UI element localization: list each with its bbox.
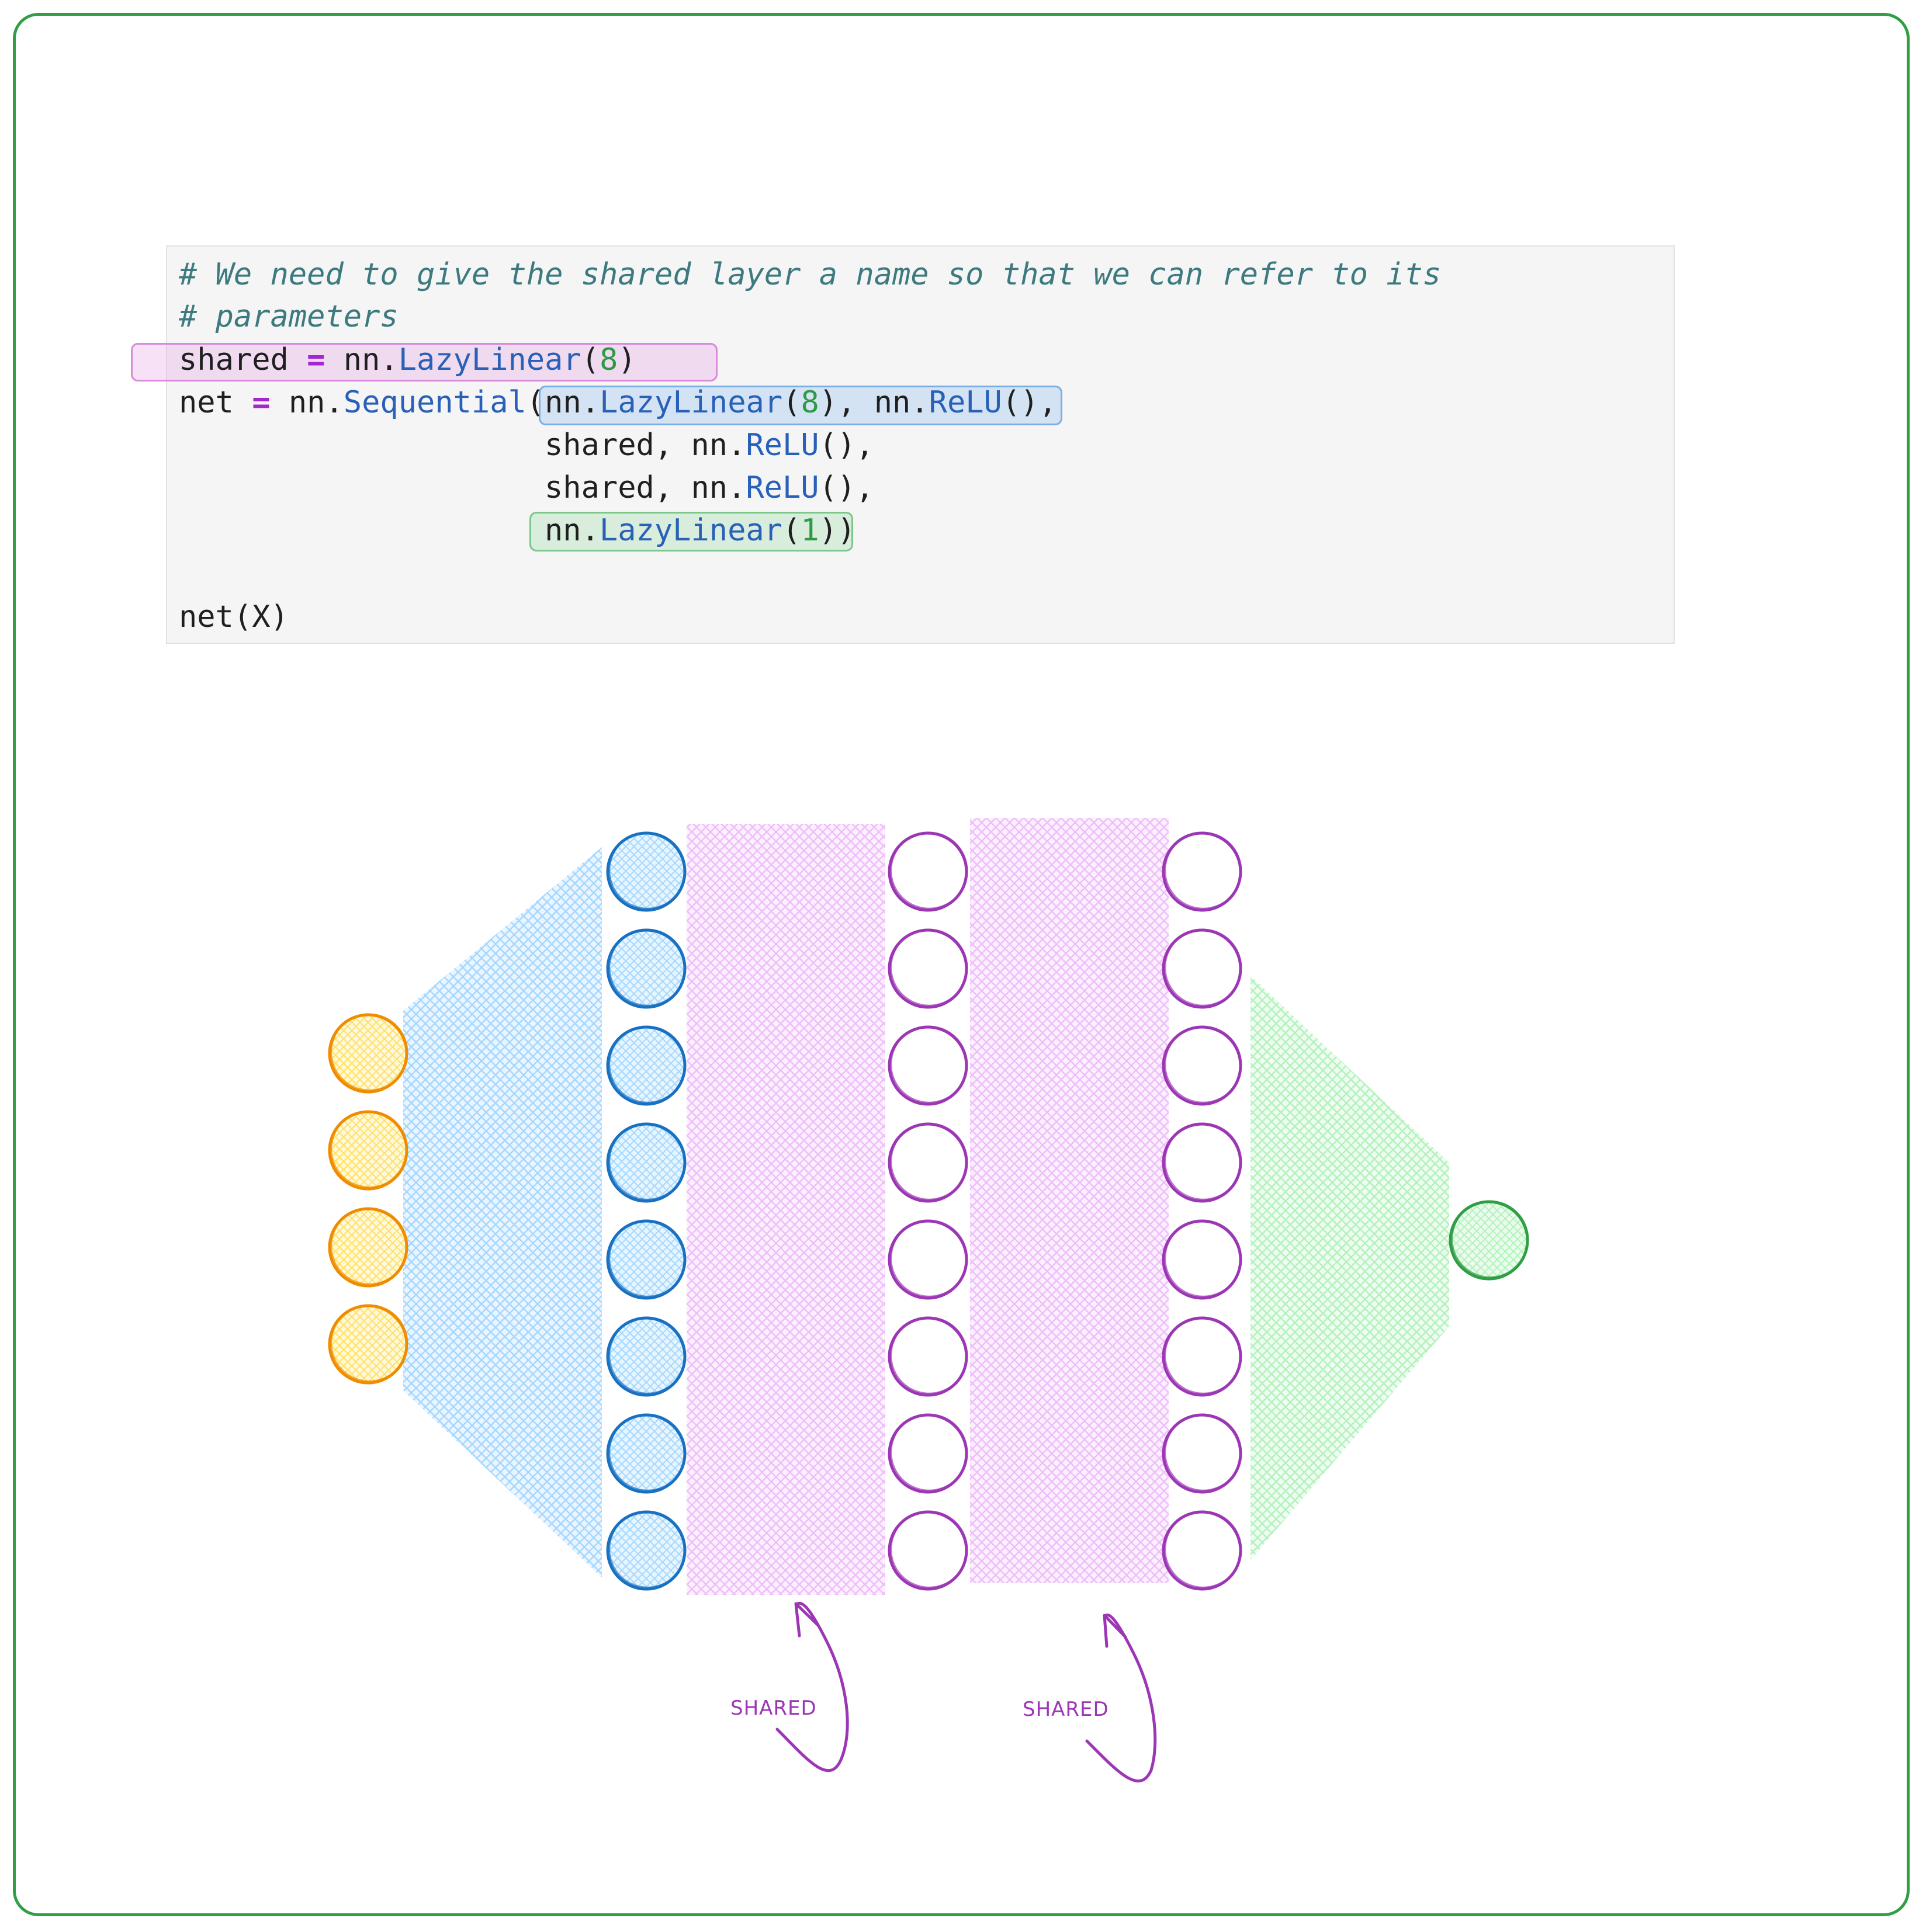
hidden-3-node-outline-7 [1164, 1413, 1242, 1492]
number-literal: 1 [801, 513, 819, 548]
connection-linear-1 [403, 847, 602, 1577]
hidden-1-node-outline-4 [608, 1122, 687, 1201]
arrow-head-icon [1103, 1614, 1127, 1648]
hidden-1-node-outline-6 [608, 1316, 687, 1395]
hidden-2-node-outline-2 [890, 928, 968, 1007]
hidden-2-node-outline-4 [890, 1122, 968, 1201]
hidden-2-node-outline-1 [890, 831, 968, 910]
paren: ( [782, 385, 801, 420]
code-line-6: shared, nn.ReLU(), [545, 467, 874, 509]
function-name: Sequential [343, 385, 526, 420]
connection-linear-out [1250, 976, 1449, 1560]
hidden-1-node-outline-3 [608, 1025, 687, 1104]
function-name: LazyLinear [599, 513, 782, 548]
shared-annotation-1: SHARED [730, 1601, 849, 1773]
code-line-7: nn.LazyLinear(1)) [545, 509, 855, 551]
arrow-head-icon [794, 1602, 820, 1638]
curved-arrow-icon [1085, 1613, 1157, 1782]
module-name: nn. [545, 385, 600, 420]
hidden-3-node-outline-2 [1164, 928, 1242, 1007]
code-line-3: shared = nn.LazyLinear(8) [179, 339, 636, 381]
hidden-2-node-outline-8 [890, 1510, 968, 1588]
hidden-1-node-outline-1 [608, 831, 687, 910]
first-linear-highlight [539, 386, 1062, 425]
code-line-1: # We need to give the shared layer a nam… [179, 254, 1441, 296]
code-line-2: # parameters [179, 296, 399, 338]
module-name: nn. [874, 385, 929, 420]
curved-arrow-icon [775, 1601, 849, 1773]
variable-name: shared, [545, 428, 691, 463]
function-name: ReLU [929, 385, 1002, 420]
code-block: # We need to give the shared layer a nam… [131, 245, 1675, 644]
module-name: nn. [343, 342, 399, 377]
output-node-outline-1 [1451, 1200, 1529, 1278]
hidden-1-node-outline-8 [608, 1510, 687, 1588]
hidden-3-node-outline-3 [1164, 1025, 1242, 1104]
paren: (), [819, 470, 874, 505]
code-line-5: shared, nn.ReLU(), [545, 424, 874, 466]
hidden-1-node-outline-2 [608, 928, 687, 1007]
hidden-1-node-outline-5 [608, 1219, 687, 1298]
paren: ) [618, 342, 636, 377]
function-name: ReLU [746, 428, 819, 463]
operator: = [252, 385, 271, 420]
hidden-3-node-outline-4 [1164, 1122, 1242, 1201]
output-linear-highlight [529, 512, 853, 551]
shared-label-2: SHARED [1023, 1698, 1109, 1721]
hidden-2-node-outline-5 [890, 1219, 968, 1298]
shared-annotation-2: SHARED [1023, 1613, 1157, 1782]
module-name: nn. [288, 385, 344, 420]
outer-frame [13, 13, 1910, 1916]
paren: (), [819, 428, 874, 463]
number-literal: 8 [600, 342, 618, 377]
module-name: nn. [545, 513, 600, 548]
input-node-outline-2 [330, 1110, 408, 1188]
hidden-3-node-outline-6 [1164, 1316, 1242, 1395]
shared-layer-highlight [131, 343, 718, 381]
function-name: LazyLinear [398, 342, 581, 377]
operator: = [307, 342, 325, 377]
paren: )) [819, 513, 856, 548]
call-expression: net(X) [179, 599, 289, 634]
input-node-outline-1 [330, 1013, 408, 1091]
hidden-2-node-outline-7 [890, 1413, 968, 1492]
hidden-1-node-outline-7 [608, 1413, 687, 1492]
function-name: ReLU [746, 470, 819, 505]
variable-name: net [179, 385, 234, 420]
hidden-3-node-outline-8 [1164, 1510, 1242, 1588]
module-name: nn. [691, 428, 746, 463]
hidden-2-node-outline-3 [890, 1025, 968, 1104]
hidden-3-node-outline-5 [1164, 1219, 1242, 1298]
input-node-outline-3 [330, 1207, 408, 1285]
variable-name: shared [179, 342, 289, 377]
neuron-nodes [328, 831, 1529, 1591]
paren: ( [782, 513, 801, 548]
comment-text: # parameters [179, 299, 399, 334]
connection-shared-1 [687, 824, 885, 1595]
paren: ( [526, 385, 545, 420]
shared-label-1: SHARED [730, 1697, 817, 1720]
code-line-4: net = nn.Sequential(nn.LazyLinear(8), nn… [179, 381, 1057, 424]
number-literal: 8 [801, 385, 819, 420]
paren: ( [581, 342, 600, 377]
input-node-outline-4 [330, 1304, 408, 1382]
connection-shared-2 [970, 818, 1169, 1583]
module-name: nn. [691, 470, 746, 505]
variable-name: shared, [545, 470, 691, 505]
hidden-3-node-outline-1 [1164, 831, 1242, 910]
paren: ), [819, 385, 874, 420]
paren: (), [1002, 385, 1057, 420]
code-line-9: net(X) [179, 596, 289, 638]
comment-text: # We need to give the shared layer a nam… [179, 257, 1442, 292]
function-name: LazyLinear [600, 385, 783, 420]
hidden-2-node-outline-6 [890, 1316, 968, 1395]
